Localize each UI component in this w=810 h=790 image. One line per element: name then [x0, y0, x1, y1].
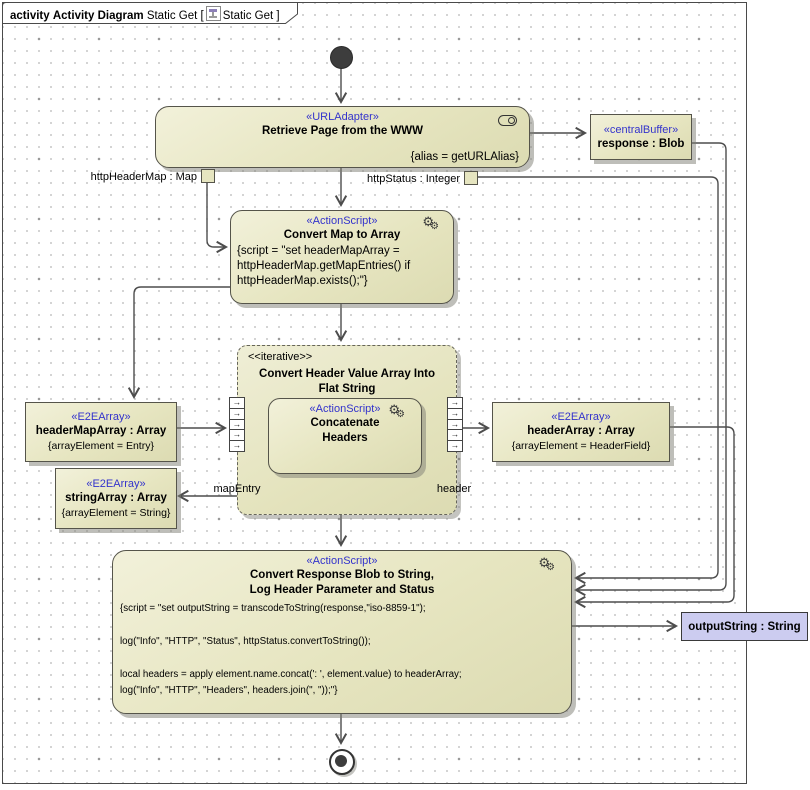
- action-concatenate-headers[interactable]: «ActionScript» Concatenate Headers ⚙⚙: [268, 398, 422, 474]
- pin-label-http-header-map: httpHeaderMap : Map: [90, 171, 197, 183]
- output-pin-http-header-map[interactable]: [201, 169, 215, 183]
- action-script-text: {script = "set outputString = transcodeT…: [120, 603, 462, 697]
- object-name: stringArray : Array: [65, 491, 167, 504]
- action-retrieve-page[interactable]: «URLAdapter» Retrieve Page from the WWW …: [155, 106, 530, 168]
- action-name: Retrieve Page from the WWW: [261, 125, 424, 137]
- stereotype-label: «E2EArray»: [86, 477, 146, 490]
- edge-http-header-map-pin-to-convert-map[interactable]: [206, 182, 229, 254]
- initial-node[interactable]: [330, 46, 353, 69]
- stereotype-label: «ActionScript»: [306, 555, 378, 567]
- expansion-arrow-icon: →: [230, 409, 244, 420]
- pin-label-http-status: httpStatus : Integer: [367, 173, 460, 185]
- stereotype-label: «E2EArray»: [71, 411, 131, 423]
- stereotype-label: «E2EArray»: [551, 411, 611, 423]
- adapter-icon: [498, 115, 517, 126]
- activity-diagram-icon: [205, 6, 221, 21]
- stereotype-label: «ActionScript»: [306, 215, 378, 227]
- action-convert-map-to-array[interactable]: «ActionScript» Convert Map to Array {scr…: [230, 210, 454, 304]
- expansion-arrow-icon: →: [230, 430, 244, 442]
- bracket-close: ]: [276, 10, 280, 22]
- expansion-arrow-icon: →: [230, 420, 244, 431]
- stereotype-label: «centralBuffer»: [603, 123, 679, 136]
- edge-header-array-to-convert-response[interactable]: [573, 426, 735, 609]
- diagram-ref-label: Static Get: [222, 10, 274, 22]
- object-name: headerArray : Array: [527, 425, 635, 437]
- edge-http-status-pin-to-convert-response[interactable]: [477, 176, 719, 585]
- buffer-name: response : Blob: [597, 137, 685, 150]
- expansion-arrow-icon: →: [450, 441, 460, 451]
- diagram-name-label: Static Get: [146, 10, 198, 22]
- diagram-kind-label: activity: [10, 10, 50, 22]
- region-name: Convert Header Value Array Into Flat Str…: [259, 368, 435, 395]
- gears-icon: ⚙⚙: [538, 555, 555, 573]
- bracket-open: [: [200, 10, 204, 22]
- expansion-arrow-icon: →: [448, 420, 462, 431]
- expansion-arrow-icon: →: [232, 441, 242, 451]
- stereotype-label: «URLAdapter»: [306, 111, 379, 123]
- iterative-keyword: <<iterative>>: [248, 351, 313, 363]
- diagram-title: activity Activity Diagram Static Get [St…: [10, 6, 280, 22]
- activity-final-inner: [335, 755, 347, 767]
- object-header-array[interactable]: «E2EArray» headerArray : Array {arrayEle…: [492, 402, 670, 462]
- edge-convert-map-to-header-map-array[interactable]: [127, 286, 230, 400]
- action-convert-response-blob[interactable]: «ActionScript» Convert Response Blob to …: [112, 550, 572, 714]
- expansion-node-output[interactable]: → → → → →: [447, 397, 463, 452]
- expansion-label-map-entry: mapEntry: [213, 483, 261, 495]
- expansion-arrow-icon: →: [448, 398, 462, 409]
- object-name: outputString : String: [688, 620, 801, 633]
- diagram-frame-tab[interactable]: activity Activity Diagram Static Get [St…: [2, 2, 300, 24]
- alias-tag: {alias = getURLAlias}: [410, 151, 519, 163]
- diagram-type-label: Activity Diagram: [52, 10, 144, 22]
- edge-response-buffer-to-convert-response[interactable]: [573, 142, 727, 597]
- activity-final-node[interactable]: [329, 749, 355, 775]
- expansion-arrow-icon: →: [448, 430, 462, 442]
- object-output-string[interactable]: outputString : String: [681, 612, 808, 641]
- gears-icon: ⚙⚙: [388, 402, 405, 420]
- array-element-tag: {arrayElement = HeaderField}: [511, 440, 651, 452]
- action-name: Concatenate Headers: [310, 417, 380, 444]
- object-header-map-array[interactable]: «E2EArray» headerMapArray : Array {array…: [25, 402, 177, 462]
- expansion-node-input[interactable]: → → → → →: [229, 397, 245, 452]
- array-element-tag: {arrayElement = Entry}: [48, 440, 154, 452]
- action-script-text: {script = "set headerMapArray = httpHead…: [237, 245, 411, 287]
- output-pin-http-status[interactable]: [464, 171, 478, 185]
- central-buffer-response[interactable]: «centralBuffer» response : Blob: [590, 114, 692, 160]
- frame-tab-shape: [2, 2, 298, 24]
- action-name: Convert Response Blob to String, Log Hea…: [249, 569, 435, 596]
- gears-icon: ⚙⚙: [422, 214, 439, 232]
- object-name: headerMapArray : Array: [35, 425, 167, 437]
- array-element-tag: {arrayElement = String}: [61, 506, 171, 519]
- expansion-label-header: header: [436, 483, 472, 495]
- object-string-array[interactable]: «E2EArray» stringArray : Array {arrayEle…: [55, 468, 177, 529]
- stereotype-label: «ActionScript»: [309, 403, 381, 415]
- action-name: Convert Map to Array: [283, 229, 401, 241]
- expansion-arrow-icon: →: [448, 409, 462, 420]
- expansion-arrow-icon: →: [230, 398, 244, 409]
